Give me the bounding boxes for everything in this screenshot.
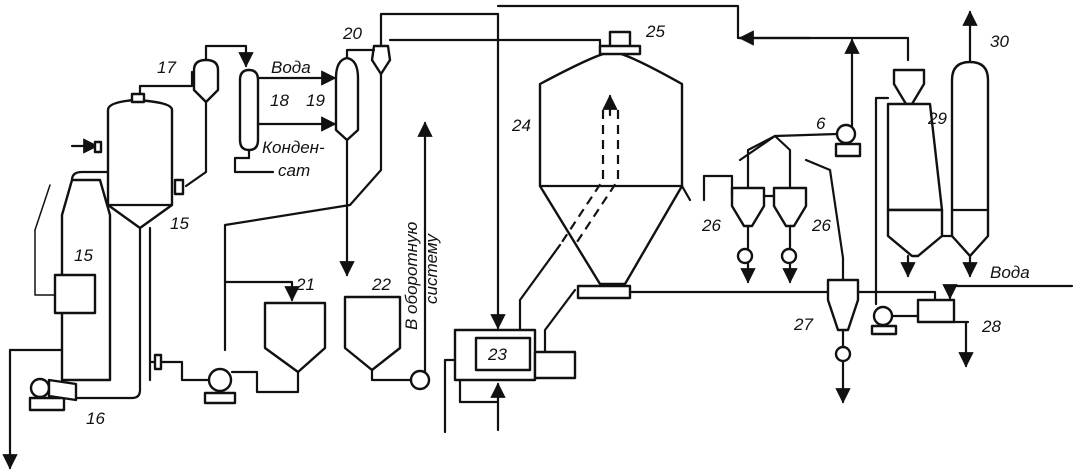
label-15-heater: 15: [74, 246, 93, 265]
label-26-b: 26: [811, 216, 831, 235]
label-27: 27: [793, 315, 813, 334]
cyclone-26-a: [702, 134, 777, 284]
label-15-separator: 15: [170, 214, 189, 233]
label-17: 17: [157, 58, 176, 77]
label-water-scrubber: Вода: [990, 263, 1030, 282]
tank-21: [223, 280, 327, 394]
separator-17: [138, 44, 254, 196]
evaporator-15: [2, 92, 174, 470]
label-25: 25: [645, 22, 665, 41]
column-19: [256, 56, 360, 277]
pump-22: [409, 369, 431, 391]
label-water-inlet: Вода: [271, 58, 311, 77]
pump-under-tanks: [163, 360, 237, 405]
label-23: 23: [487, 345, 507, 364]
label-21: 21: [295, 275, 315, 294]
label-condensate-2: сат: [278, 161, 310, 180]
label-24: 24: [511, 116, 531, 135]
label-16: 16: [86, 409, 105, 428]
separator-20: [223, 12, 500, 352]
label-29: 29: [927, 109, 947, 128]
label-30: 30: [990, 32, 1009, 51]
label-recycle-1: В оборотную: [402, 222, 421, 330]
tank-28: [870, 284, 1074, 368]
label-26-a: 26: [701, 216, 721, 235]
label-19: 19: [306, 91, 325, 110]
label-6: 6: [816, 114, 826, 133]
cyclone-26-b: [762, 134, 808, 284]
label-recycle-2: систему: [422, 233, 441, 304]
fan-25: [598, 30, 642, 56]
scrubber-29: [874, 68, 944, 306]
tank-22: [343, 121, 433, 388]
label-28: 28: [981, 317, 1001, 336]
tower-30: [940, 10, 990, 278]
pump-16: [28, 377, 78, 412]
fan-6: [738, 123, 862, 162]
label-22: 22: [371, 275, 391, 294]
unit-23: [443, 12, 577, 434]
label-20: 20: [342, 24, 362, 43]
condenser-18: [233, 68, 275, 174]
label-18: 18: [270, 91, 289, 110]
top-return-line: [496, 4, 910, 132]
label-condensate-1: Конден-: [262, 138, 325, 157]
cyclone-27: [804, 158, 937, 404]
